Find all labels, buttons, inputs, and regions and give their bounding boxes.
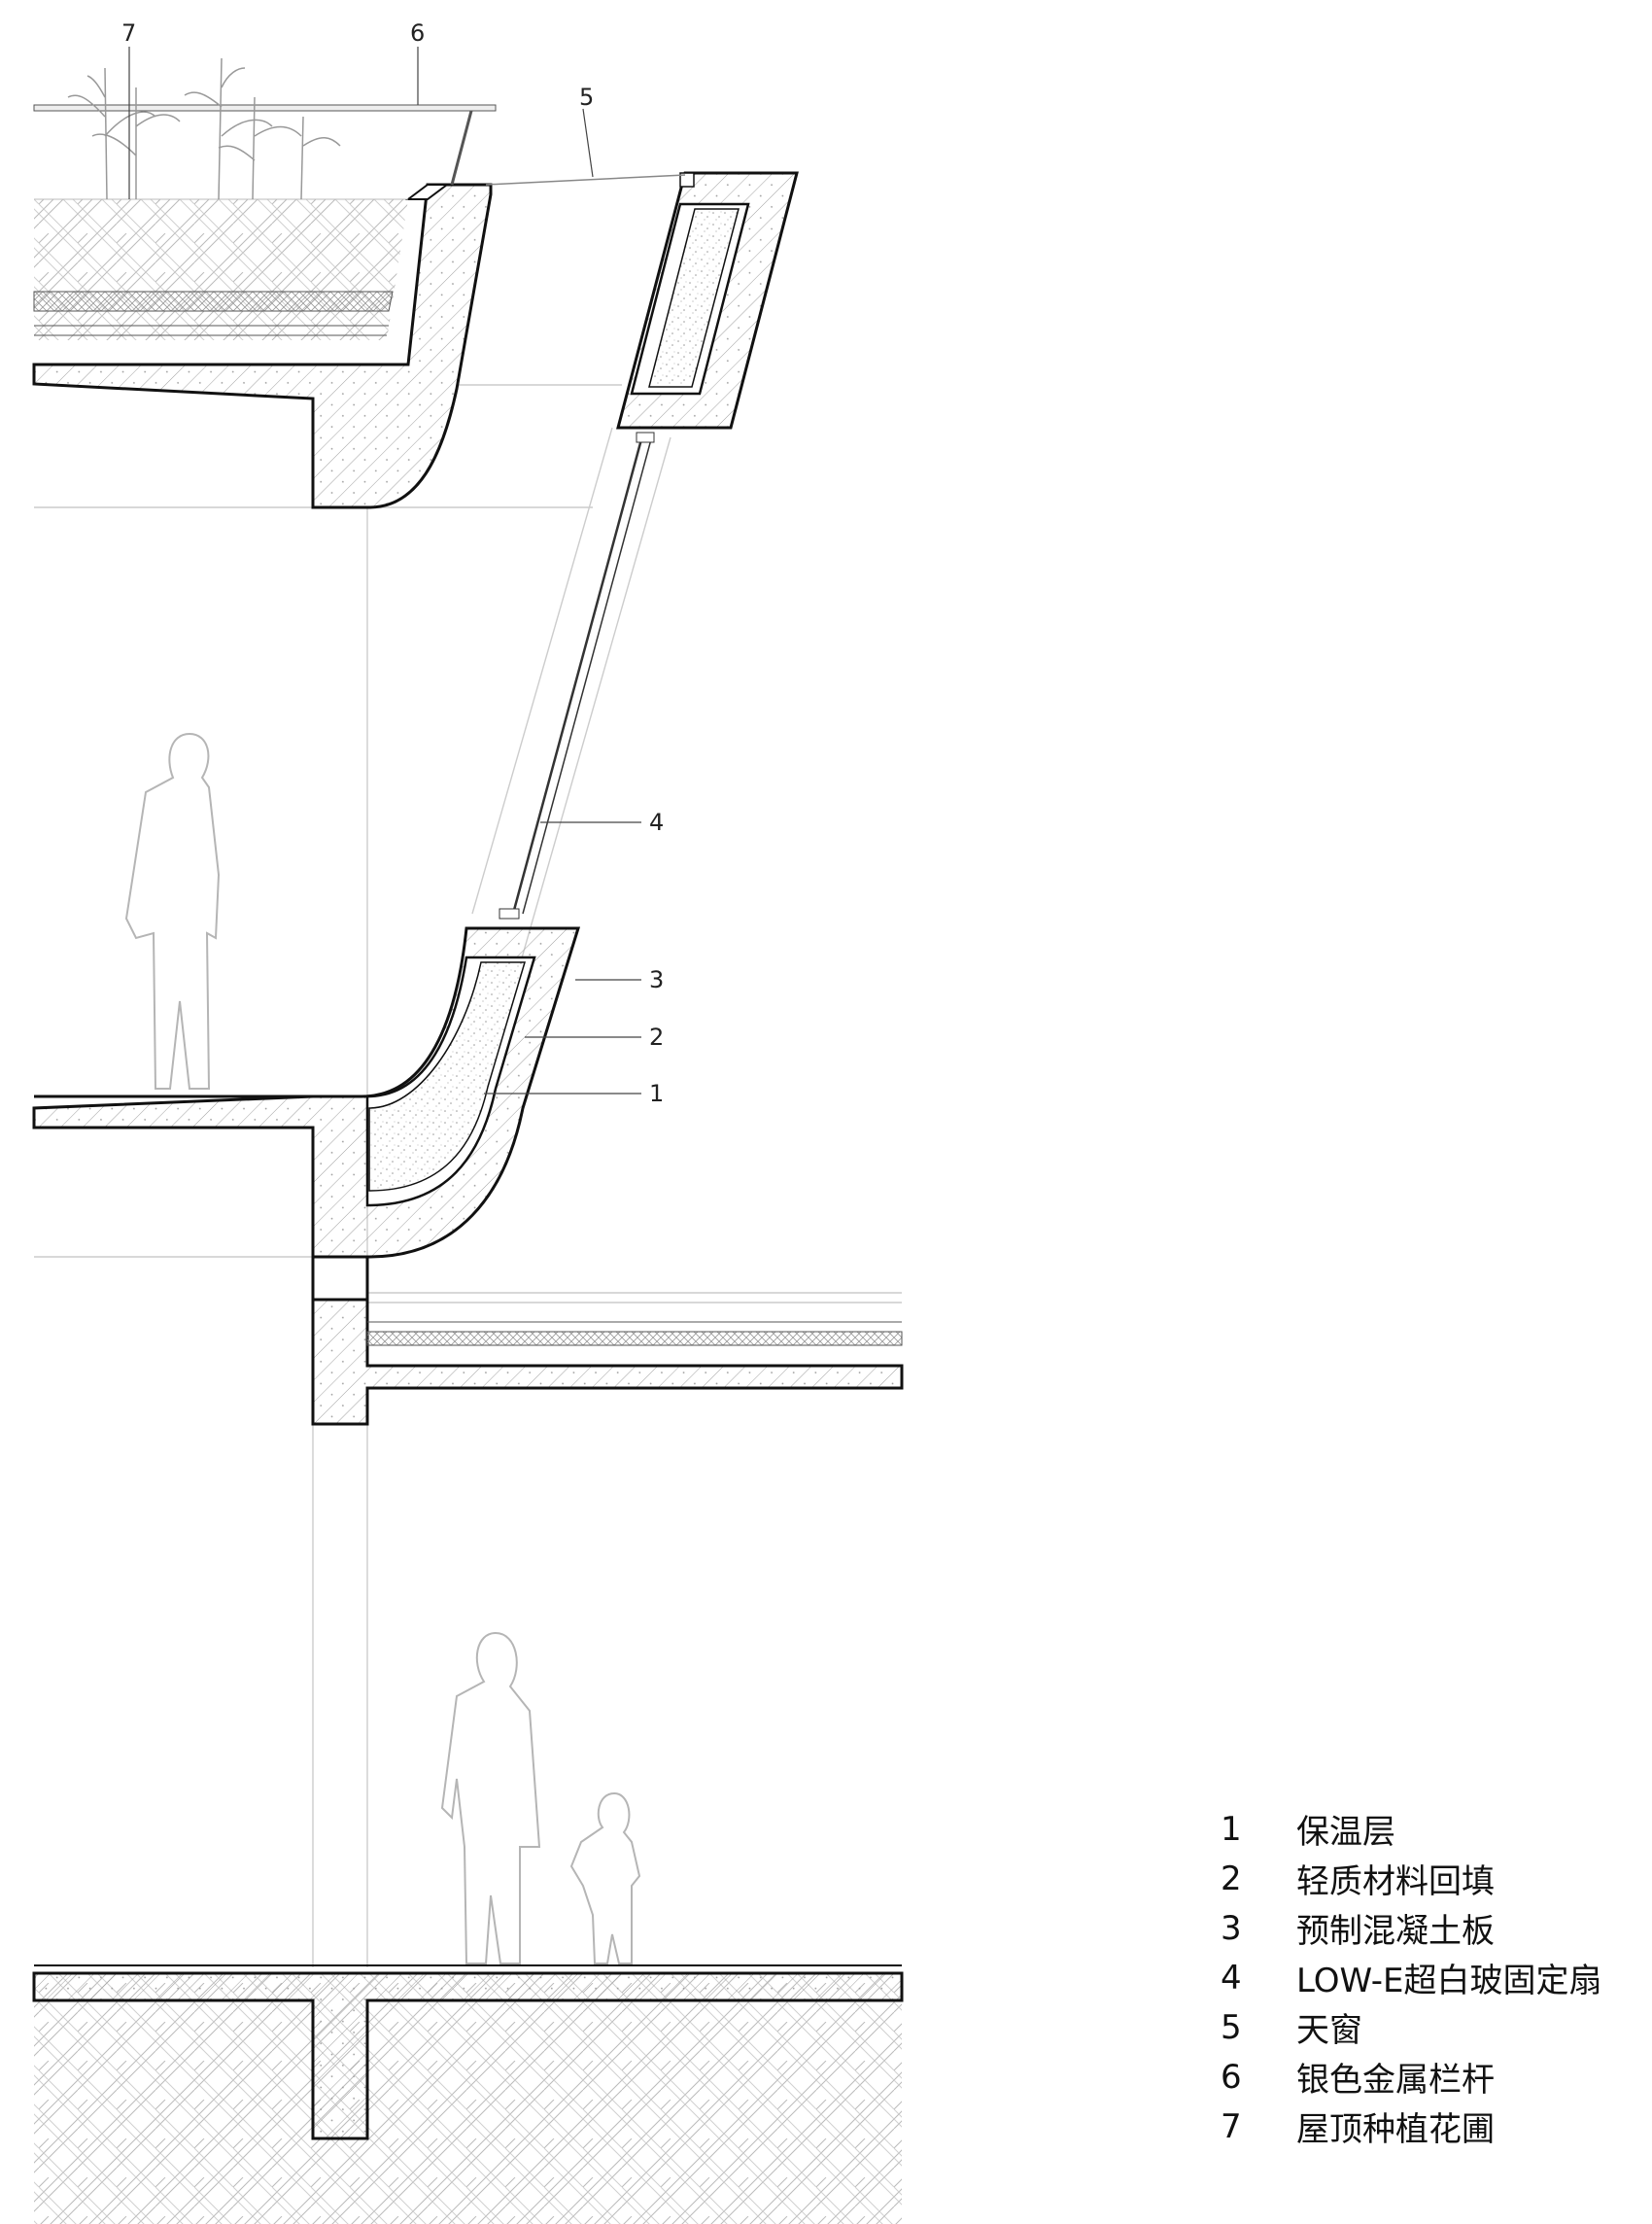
callout-7: 7 bbox=[121, 19, 136, 47]
legend: 1 保温层 2 轻质材料回填 3 预制混凝土板 4 LOW-E超白玻固定扇 5 … bbox=[1215, 1804, 1642, 2151]
low-e-glazing bbox=[499, 432, 655, 920]
adult-figure-lower bbox=[440, 1631, 541, 1964]
legend-label: 保温层 bbox=[1296, 1813, 1395, 1852]
human-figures bbox=[124, 732, 641, 1964]
leader-lines bbox=[128, 47, 641, 1095]
callout-6: 6 bbox=[410, 19, 425, 47]
legend-number: 7 bbox=[1221, 2106, 1242, 2146]
legend-number: 3 bbox=[1221, 1908, 1242, 1948]
legend-item: 7 屋顶种植花圃 bbox=[1215, 2102, 1642, 2151]
middle-column bbox=[311, 1255, 904, 1426]
legend-item: 2 轻质材料回填 bbox=[1215, 1854, 1642, 1903]
callout-3: 3 bbox=[649, 966, 664, 993]
callout-1: 1 bbox=[649, 1080, 664, 1107]
adult-figure-upper bbox=[124, 732, 221, 1090]
metal-railing bbox=[33, 104, 497, 186]
legend-item: 3 预制混凝土板 bbox=[1215, 1903, 1642, 1953]
legend-item: 5 天窗 bbox=[1215, 2002, 1642, 2052]
guide-lines bbox=[34, 384, 902, 1967]
roof-planter bbox=[32, 183, 493, 509]
legend-label: 屋顶种植花圃 bbox=[1296, 2110, 1495, 2149]
legend-label: 银色金属栏杆 bbox=[1296, 2061, 1495, 2100]
legend-number: 4 bbox=[1221, 1958, 1242, 1998]
legend-item: 1 保温层 bbox=[1215, 1804, 1642, 1854]
planter-plants bbox=[67, 57, 341, 200]
child-figure bbox=[569, 1791, 641, 1964]
legend-number: 6 bbox=[1221, 2057, 1242, 2097]
legend-item: 4 LOW-E超白玻固定扇 bbox=[1215, 1953, 1642, 2002]
skylight-frame bbox=[485, 171, 799, 430]
legend-label: 轻质材料回填 bbox=[1296, 1862, 1495, 1901]
curved-sill bbox=[32, 926, 581, 1259]
callout-2: 2 bbox=[649, 1024, 664, 1051]
legend-number: 2 bbox=[1221, 1859, 1242, 1898]
callout-4: 4 bbox=[649, 809, 664, 836]
ground-slab bbox=[32, 1964, 904, 2224]
legend-label: 预制混凝土板 bbox=[1296, 1912, 1495, 1951]
legend-label: 天窗 bbox=[1296, 2011, 1362, 2050]
legend-number: 5 bbox=[1221, 2007, 1242, 2047]
callout-5: 5 bbox=[579, 84, 594, 111]
legend-label: LOW-E超白玻固定扇 bbox=[1296, 1962, 1602, 2000]
legend-item: 6 银色金属栏杆 bbox=[1215, 2052, 1642, 2102]
legend-number: 1 bbox=[1221, 1809, 1242, 1849]
